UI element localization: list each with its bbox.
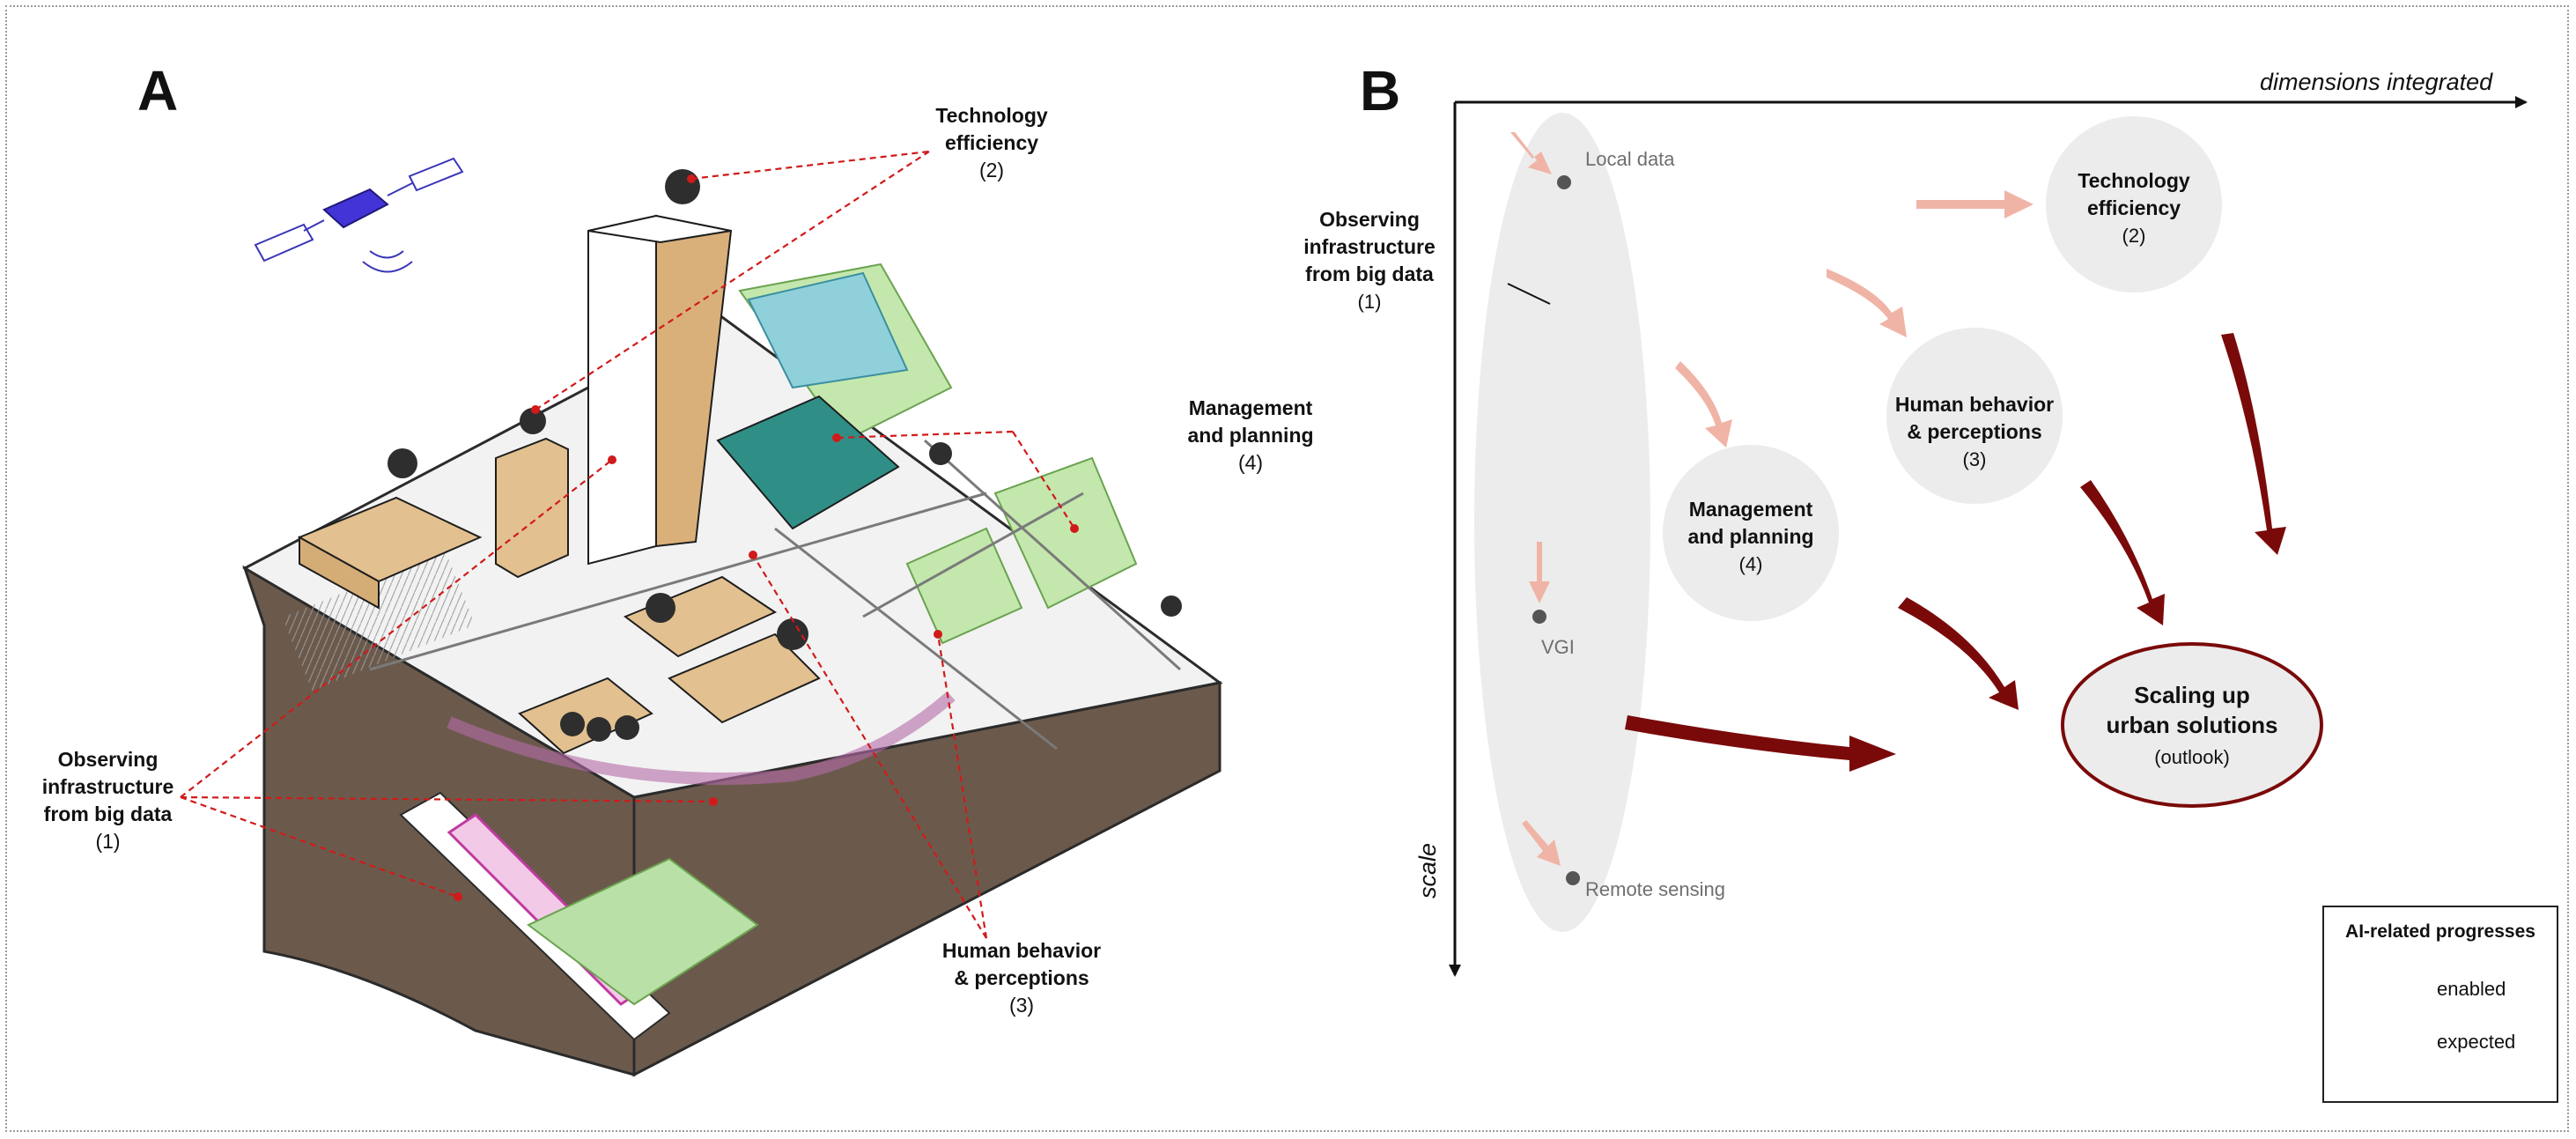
arrow-local [1510,132,1552,174]
road-3 [923,439,1182,671]
observe-leader [1507,283,1551,305]
skyscraper-top [587,214,732,244]
tree-7 [587,717,611,742]
big-data-ellipse [1474,113,1650,932]
road-4 [862,492,1084,618]
lake [747,271,909,389]
solar-block [716,395,900,530]
medium-tower-front [495,437,569,579]
label-a-tech: Technology efficiency (2) [935,104,1048,181]
arrow-to-mgmt [1675,361,1732,447]
label-b-scaling: Scaling up urban solutions (outlook) [2106,682,2278,768]
label-a-mgmt: Management and planning (4) [1187,396,1314,474]
y-axis-label: scale [1414,842,1441,899]
bubble-human [1886,328,2063,504]
label-b-tech: Technology efficiency (2) [2078,169,2190,247]
green-area-3 [993,456,1138,610]
bubble-tech [2046,116,2222,292]
arrow-tech-to-scaling [2221,333,2286,555]
green-area-1 [527,857,759,1006]
dot-remote [1566,871,1580,885]
ground-surface [241,315,1223,799]
building-low-3 [518,677,653,755]
road-2 [774,527,1058,751]
tree-9 [929,442,952,465]
leader-lines-a [180,150,1075,939]
tree-4 [646,593,675,623]
x-axis-label: dimensions integrated [2260,69,2493,95]
legend-title: AI-related progresses [2345,921,2535,942]
arrow-vgi [1529,542,1550,603]
dot-local [1557,175,1571,189]
road-1 [369,492,987,671]
tree-8 [615,715,639,740]
label-b-human: Human behavior & perceptions (3) [1894,393,2055,470]
label-a-observe: Observing infrastructure from big data (… [41,748,174,853]
arrow-data-to-scaling [1625,715,1896,772]
tree-5 [777,618,808,650]
figure-frame [5,5,2569,1132]
panel-a-letter: A [137,59,179,122]
arrow-to-tech [1916,190,2033,218]
arrow-to-human [1827,269,1907,337]
arrow-mgmt-to-scaling [1898,597,2019,710]
elevated-road [447,691,956,785]
label-b-observe: Observing infrastructure from big data (… [1303,208,1436,313]
tree-10 [1161,595,1182,617]
label-b-mgmt: Management and planning (4) [1687,498,1814,575]
arrow-human-to-scaling [2080,480,2165,625]
parking-lot [282,551,476,692]
leader-dots-a [454,174,1079,901]
source-vgi-label: VGI [1541,636,1575,658]
label-a-human: Human behavior & perceptions (3) [941,939,1102,1017]
source-local-label: Local data [1585,148,1675,170]
arrow-remote [1522,820,1561,866]
building-low-2 [668,632,821,724]
satellite-icon [254,157,464,273]
building-left-side [299,536,380,610]
bubble-scaling [2061,642,2323,808]
green-area-4 [905,527,1023,645]
bubble-mgmt [1663,445,1839,621]
legend-box: AI-related progresses enabled expected [2322,906,2558,1103]
tree-2 [520,408,546,434]
legend-enabled-label: enabled [2437,978,2506,1000]
dot-vgi [1532,610,1546,624]
source-remote-label: Remote sensing [1585,878,1725,900]
building-mid-top [623,575,778,658]
tree-6 [560,712,585,736]
panel-b-letter: B [1360,59,1401,122]
legend-expected-label: expected [2437,1031,2516,1053]
tree-3 [388,448,417,478]
